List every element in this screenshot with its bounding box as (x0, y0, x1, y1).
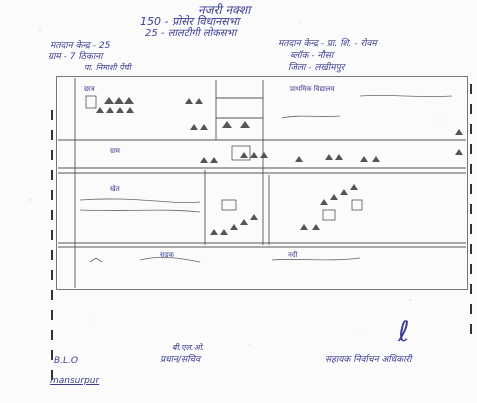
sketch-top-right-note: प्राथमिक विद्यालय (290, 85, 335, 93)
sketch-top-left-note: छात्र (84, 85, 95, 93)
loksabha-line: 25 - लालटीगी लोकसभा (145, 28, 237, 39)
sketch-bottom-right-note: नदी (288, 251, 298, 259)
info-right-2: ब्लॉक - नौसा (290, 51, 334, 61)
sketch-map-frame (56, 76, 468, 290)
info-right-3: जिला - लखीमपुर (288, 63, 345, 73)
constituency-line: 150 - प्रोसेर विधानसभा (140, 15, 240, 28)
left-margin-dashes (51, 110, 53, 380)
footer-bottom-scrawl: mansurpur (50, 376, 100, 386)
sketch-mid-caption: ग्राम (110, 147, 120, 155)
info-left-1: मतदान केन्द्र - 25 (50, 41, 111, 51)
right-margin-dashes (470, 84, 472, 344)
house-symbols (96, 97, 463, 235)
sketch-roads (79, 95, 453, 263)
designation-label: बी.एल.ओ. (172, 343, 205, 352)
sketch-lower-road: सड़क (160, 251, 174, 259)
footer-left-label: B.L.O (54, 356, 78, 366)
signature-mark: ℓ (398, 315, 410, 348)
document-heading: नजरी नक्शा (198, 3, 251, 17)
footer-right-label: सहायक निर्वाचन अधिकारी (325, 355, 412, 365)
building-rects (85, 95, 363, 221)
footer-center-label: प्रधान/सचिव (160, 355, 201, 365)
info-left-3: पा. निमाशी पेंची (84, 63, 131, 72)
info-right-1: मतदान केन्द्र - प्रा. शि. - रोवम (278, 39, 377, 49)
info-left-2: ग्राम - 7 ठिकाना (48, 52, 103, 62)
sketch-lower-caption: खेत (110, 185, 120, 193)
